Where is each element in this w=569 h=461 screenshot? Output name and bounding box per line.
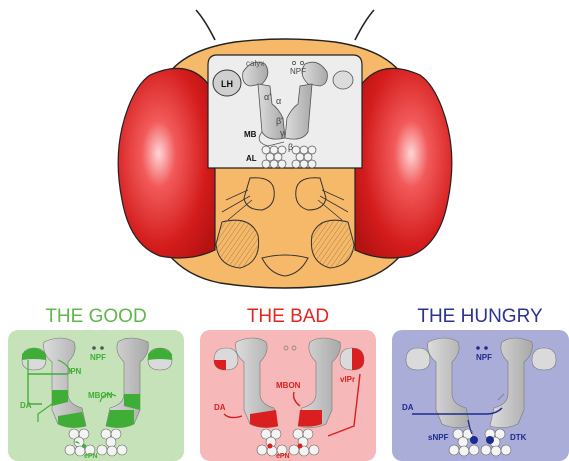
panel-title-hungry: THE HUNGRY (417, 306, 543, 327)
antenna-right (296, 178, 326, 210)
label-alpha-prime: α' (264, 92, 271, 102)
panel-hungry: NPF DA sNPF DTK (392, 330, 569, 461)
panel-title-bad: THE BAD (247, 306, 329, 327)
label-al: AL (246, 154, 257, 163)
hungry-label-da: DA (402, 403, 414, 412)
label-gamma: γ (280, 128, 285, 138)
label-npf: NPF (290, 67, 306, 76)
good-label-mbon: MBON (88, 391, 113, 400)
panel-good: NPF iPN MBON DA ePN (8, 330, 184, 461)
good-label-ipn: iPN (68, 367, 82, 376)
bristle-right (355, 10, 374, 40)
bristle-left (196, 10, 215, 40)
hungry-label-npf: NPF (476, 353, 492, 362)
lateral-horn-right (333, 71, 353, 89)
good-label-npf: NPF (90, 353, 106, 362)
label-calyx: calyx (246, 59, 264, 68)
label-mb: MB (244, 130, 257, 139)
left-compound-eye (118, 68, 215, 258)
hungry-label-dtk: DTK (510, 433, 527, 442)
label-alpha: α (276, 96, 281, 106)
fly-head: LH calyx NPF α' α β' γ β MB AL (118, 10, 452, 288)
panel-bad: DA MBON vlPr ePN (200, 330, 376, 461)
good-label-da: DA (20, 401, 32, 410)
antenna-left (244, 178, 274, 210)
bad-label-da: DA (214, 403, 226, 412)
hungry-label-snpf: sNPF (428, 433, 449, 442)
right-compound-eye (355, 68, 452, 258)
bad-label-epn: ePN (276, 453, 290, 460)
panel-title-good: THE GOOD (45, 306, 146, 327)
bad-label-vlpr: vlPr (340, 375, 355, 384)
bad-label-mbon: MBON (276, 381, 301, 390)
label-beta: β (288, 142, 293, 152)
good-label-epn: ePN (84, 453, 98, 460)
label-beta-prime: β' (276, 116, 283, 126)
label-lh: LH (221, 79, 233, 89)
